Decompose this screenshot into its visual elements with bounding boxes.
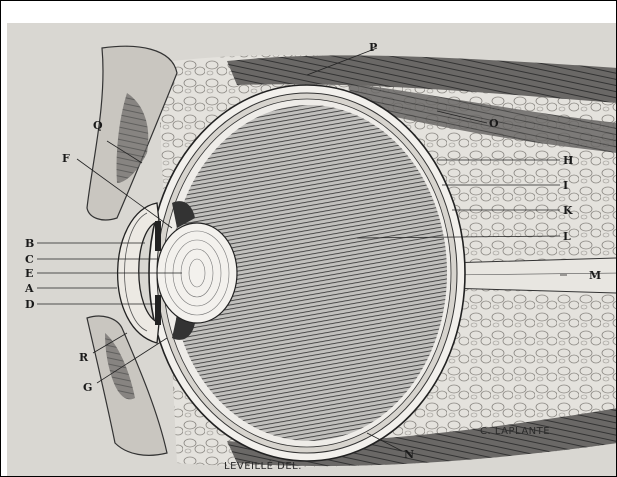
iris-upper — [155, 221, 161, 251]
label-g: G — [83, 381, 92, 394]
label-i: I — [563, 179, 568, 192]
label-o: O — [489, 117, 499, 130]
label-c: C — [25, 253, 34, 266]
label-q: Q — [93, 119, 103, 132]
label-a: A — [24, 282, 34, 295]
label-f: F — [62, 152, 70, 165]
label-e: E — [25, 267, 33, 280]
label-r: R — [79, 351, 89, 364]
label-b: B — [25, 237, 34, 250]
label-d: D — [25, 298, 35, 311]
eye-cross-section-illustration: P O Q F H I K L M B C E A D R G N LEVEIL… — [7, 23, 617, 477]
engraving-plate: P O Q F H I K L M B C E A D R G N LEVEIL… — [7, 23, 617, 477]
label-n: N — [404, 448, 414, 461]
signature-left: LEVEILLÉ DEL. — [224, 459, 302, 472]
label-l: L — [563, 230, 571, 243]
label-h: H — [563, 154, 573, 167]
label-k: K — [563, 204, 573, 217]
label-p: P — [369, 41, 377, 54]
signature-right: C. LAPLANTE — [480, 426, 550, 437]
label-m: M — [589, 269, 601, 282]
iris-lower — [155, 295, 161, 325]
